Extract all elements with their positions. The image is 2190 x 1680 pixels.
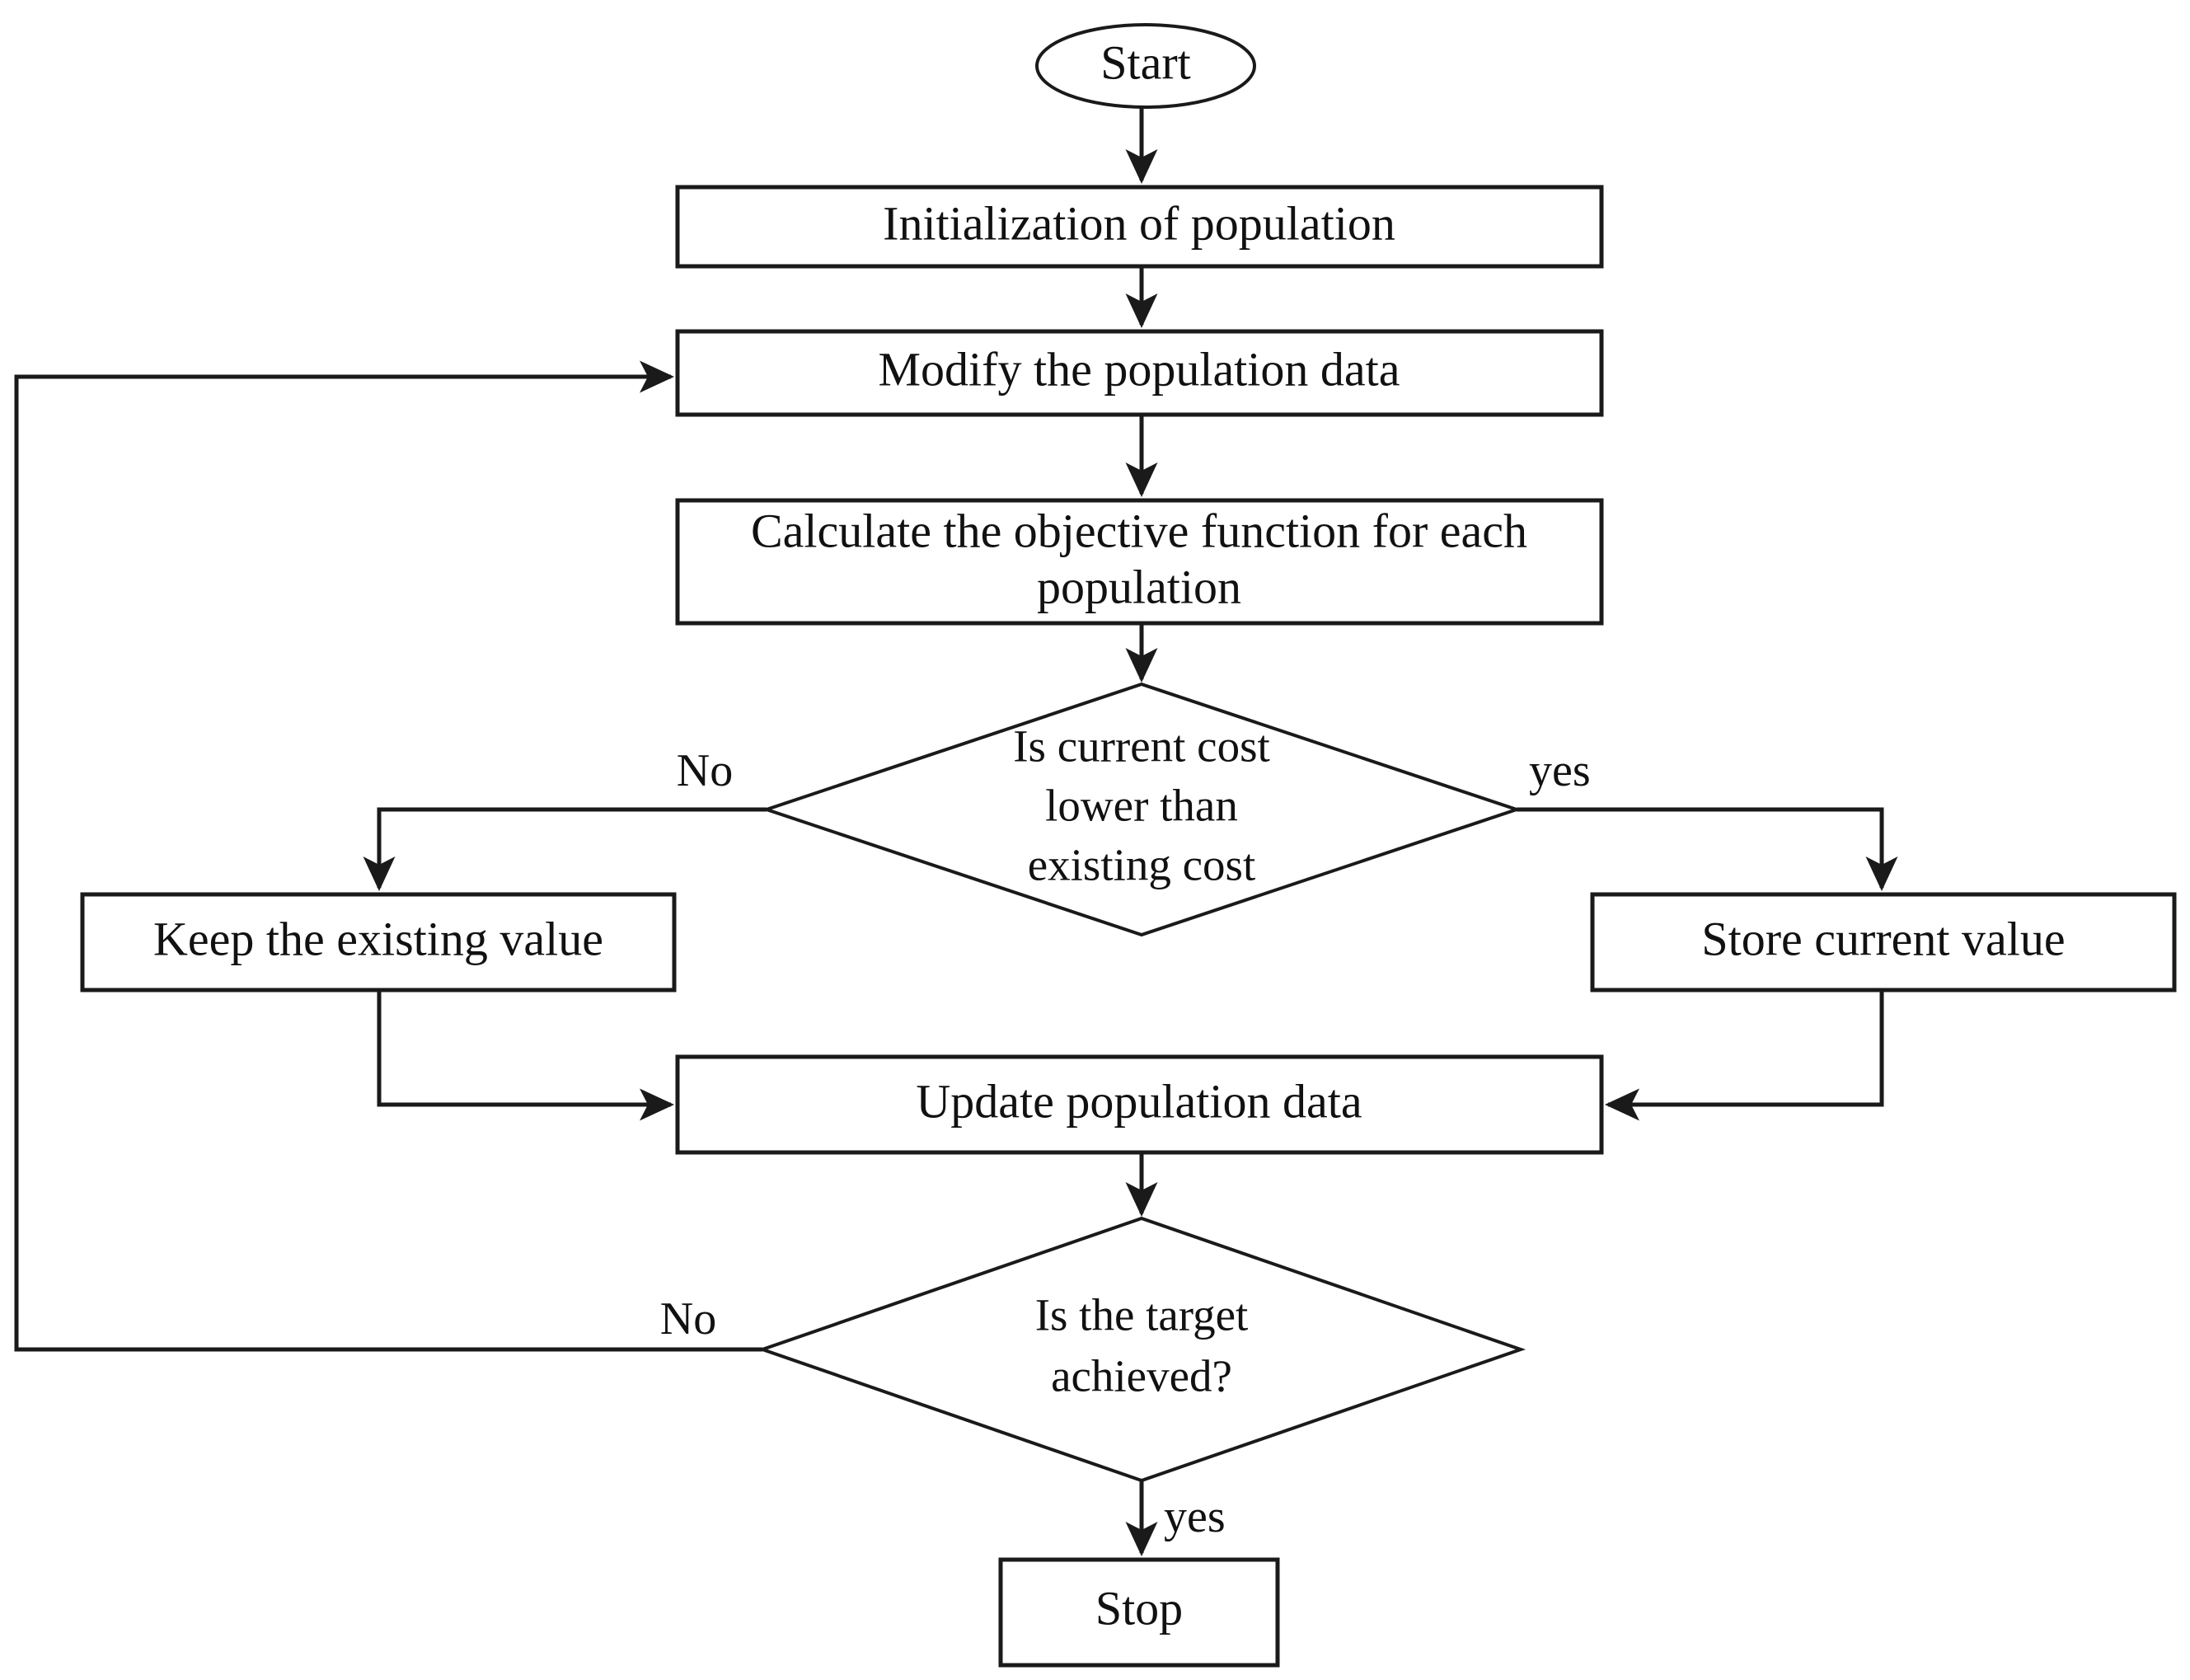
edge-keep-to-update: [377, 992, 675, 1121]
update-box-shape: [675, 1054, 1604, 1155]
edge-label-decision2-yes: yes: [1164, 1491, 1226, 1542]
store-label: Store current value: [1701, 912, 2065, 965]
keep-box-shape: [80, 892, 677, 993]
edge-label-decision1-no: No: [677, 745, 733, 796]
calculate-label-line1: Calculate the objective function for eac…: [751, 504, 1527, 557]
decision1-label-line3: existing cost: [1028, 840, 1256, 890]
start-ellipse-shape: [1035, 23, 1256, 109]
edge-store-to-update: [1604, 992, 1884, 1121]
decision1-label-line1: Is current cost: [1013, 721, 1270, 772]
stop-label: Stop: [1095, 1581, 1183, 1635]
node-keep-existing-value[interactable]: Keep the existing value: [80, 892, 677, 993]
stop-box-shape: [998, 1557, 1280, 1668]
decision1-label-line2: lower than: [1045, 781, 1238, 831]
edge-decision1-no-to-keep: [363, 807, 767, 892]
edge-decision1-yes-to-store: [1517, 807, 1898, 892]
node-modify-population[interactable]: Modify the population data: [675, 329, 1604, 417]
edge-label-decision2-no: No: [660, 1293, 716, 1344]
modify-box-shape: [675, 329, 1604, 417]
node-calculate-objective[interactable]: Calculate the objective function for eac…: [675, 498, 1604, 626]
store-box-shape: [1590, 892, 2177, 993]
initialization-box-shape: [675, 185, 1604, 269]
start-label: Start: [1100, 35, 1191, 89]
keep-label: Keep the existing value: [153, 912, 603, 965]
calculate-label-line2: population: [1037, 560, 1241, 613]
decision1-diamond-shape: [761, 682, 1522, 937]
initialization-label: Initialization of population: [883, 196, 1395, 250]
decision2-label-line2: achieved?: [1051, 1351, 1232, 1401]
node-update-population[interactable]: Update population data: [675, 1054, 1604, 1155]
node-initialization[interactable]: Initialization of population: [675, 185, 1604, 269]
decision2-label-line1: Is the target: [1035, 1290, 1249, 1340]
edge-label-decision1-yes: yes: [1529, 745, 1591, 796]
node-start[interactable]: Start: [1035, 23, 1256, 109]
decision2-diamond-shape: [757, 1216, 1526, 1483]
node-stop[interactable]: Stop: [998, 1557, 1280, 1668]
update-label: Update population data: [916, 1074, 1362, 1128]
node-decision-target-achieved[interactable]: Is the target achieved?: [757, 1216, 1526, 1483]
edge-decision2-no-feedback-to-modify: [14, 360, 762, 1352]
modify-label: Modify the population data: [878, 342, 1400, 396]
node-decision-cost-comparison[interactable]: Is current cost lower than existing cost: [761, 682, 1522, 937]
calculate-box-shape: [675, 498, 1604, 626]
node-store-current-value[interactable]: Store current value: [1590, 892, 2177, 993]
